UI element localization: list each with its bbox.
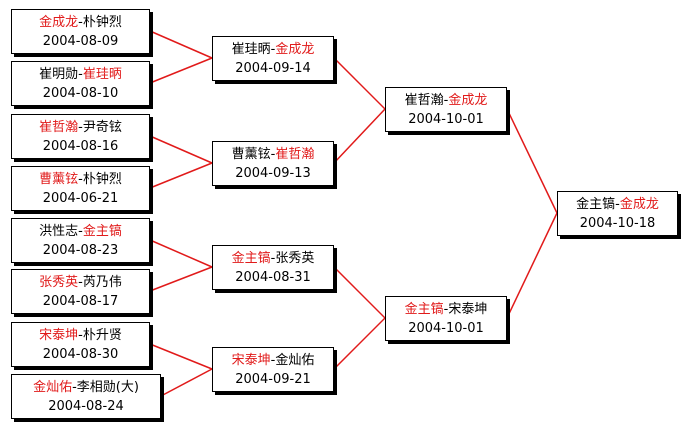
player-two-name: 李相勋(大) bbox=[76, 380, 139, 395]
player-two-name: 金成龙 bbox=[619, 197, 659, 212]
connector-line bbox=[149, 135, 213, 164]
player-two-name: 朴升贤 bbox=[82, 328, 122, 343]
match-players: 金灿佑-李相勋(大) bbox=[33, 380, 139, 395]
player-two-name: 张秀英 bbox=[275, 251, 315, 266]
final-match-box: 金主镐-金成龙 2004-10-18 bbox=[557, 191, 678, 236]
player-two-name: 朴钟烈 bbox=[82, 172, 122, 187]
match-players: 崔珪昞-金成龙 bbox=[231, 42, 315, 57]
match-date: 2004-08-16 bbox=[42, 139, 119, 154]
match-date: 2004-09-14 bbox=[235, 61, 311, 76]
match-box: 崔珪昞-金成龙 2004-09-14 bbox=[212, 36, 334, 81]
match-players: 金主镐-宋泰坤 bbox=[404, 302, 488, 317]
player-one-name: 张秀英 bbox=[39, 275, 79, 290]
match-box: 金成龙-朴钟烈 2004-08-09 bbox=[11, 9, 150, 54]
match-date: 2004-10-01 bbox=[408, 112, 484, 127]
player-two-name: 金成龙 bbox=[448, 93, 488, 108]
connector-line bbox=[149, 30, 213, 59]
match-date: 2004-09-13 bbox=[235, 166, 311, 181]
connector-line bbox=[506, 212, 558, 319]
connector-line bbox=[333, 266, 386, 319]
match-box: 宋泰坤-金灿佑 2004-09-21 bbox=[212, 347, 334, 392]
player-two-name: 金灿佑 bbox=[275, 353, 315, 368]
player-one-name: 崔哲瀚 bbox=[404, 93, 444, 108]
match-date: 2004-10-01 bbox=[408, 321, 484, 336]
player-one-name: 崔明勋 bbox=[39, 67, 79, 82]
player-one-name: 曹薰铉 bbox=[231, 147, 271, 162]
match-box: 金灿佑-李相勋(大) 2004-08-24 bbox=[11, 374, 161, 419]
connector-line bbox=[149, 162, 213, 189]
player-two-name: 金主镐 bbox=[82, 224, 122, 239]
match-box: 曹薰铉-崔哲瀚 2004-09-13 bbox=[212, 141, 334, 186]
player-two-name: 崔珪昞 bbox=[82, 67, 122, 82]
match-date: 2004-08-31 bbox=[235, 270, 311, 285]
match-date: 2004-10-18 bbox=[579, 216, 656, 231]
player-one-name: 金成龙 bbox=[39, 15, 79, 30]
match-box: 金主镐-宋泰坤 2004-10-01 bbox=[385, 296, 507, 341]
match-date: 2004-08-23 bbox=[42, 243, 119, 258]
player-two-name: 朴钟烈 bbox=[82, 15, 122, 30]
player-two-name: 尹奇铉 bbox=[82, 120, 122, 135]
match-players: 金成龙-朴钟烈 bbox=[39, 15, 122, 30]
player-one-name: 崔珪昞 bbox=[231, 42, 271, 57]
player-two-name: 芮乃伟 bbox=[82, 275, 122, 290]
match-date: 2004-08-17 bbox=[42, 294, 119, 309]
player-two-name: 金成龙 bbox=[275, 42, 315, 57]
connector-line bbox=[149, 239, 213, 268]
connector-line bbox=[333, 108, 386, 164]
player-one-name: 金主镐 bbox=[576, 197, 616, 212]
player-one-name: 崔哲瀚 bbox=[39, 120, 79, 135]
match-players: 曹薰铉-朴钟烈 bbox=[39, 172, 122, 187]
match-players: 金主镐-金成龙 bbox=[576, 197, 659, 212]
match-players: 崔明勋-崔珪昞 bbox=[39, 67, 122, 82]
match-box: 崔明勋-崔珪昞 2004-08-10 bbox=[11, 61, 150, 106]
match-box: 金主镐-张秀英 2004-08-31 bbox=[212, 245, 334, 290]
match-players: 张秀英-芮乃伟 bbox=[39, 275, 122, 290]
player-one-name: 宋泰坤 bbox=[231, 353, 271, 368]
player-two-name: 宋泰坤 bbox=[448, 302, 488, 317]
connector-line bbox=[333, 57, 386, 110]
player-one-name: 洪性志 bbox=[39, 224, 79, 239]
player-two-name: 崔哲瀚 bbox=[275, 147, 315, 162]
match-box: 崔哲瀚-尹奇铉 2004-08-16 bbox=[11, 114, 150, 159]
connector-line bbox=[160, 368, 213, 397]
match-date: 2004-08-24 bbox=[48, 399, 124, 414]
player-one-name: 宋泰坤 bbox=[39, 328, 79, 343]
match-players: 崔哲瀚-金成龙 bbox=[404, 93, 488, 108]
match-date: 2004-08-09 bbox=[42, 34, 119, 49]
player-one-name: 曹薰铉 bbox=[39, 172, 79, 187]
player-one-name: 金主镐 bbox=[231, 251, 271, 266]
match-box: 曹薰铉-朴钟烈 2004-06-21 bbox=[11, 166, 150, 211]
match-players: 崔哲瀚-尹奇铉 bbox=[39, 120, 122, 135]
match-box: 宋泰坤-朴升贤 2004-08-30 bbox=[11, 322, 150, 367]
connector-line bbox=[149, 266, 213, 292]
match-date: 2004-09-21 bbox=[235, 372, 311, 387]
match-players: 曹薰铉-崔哲瀚 bbox=[231, 147, 315, 162]
connector-line bbox=[506, 108, 558, 214]
match-players: 宋泰坤-金灿佑 bbox=[231, 353, 315, 368]
player-one-name: 金灿佑 bbox=[33, 380, 73, 395]
match-players: 金主镐-张秀英 bbox=[231, 251, 315, 266]
match-box: 洪性志-金主镐 2004-08-23 bbox=[11, 218, 150, 263]
match-players: 洪性志-金主镐 bbox=[39, 224, 122, 239]
match-date: 2004-08-10 bbox=[42, 86, 119, 101]
match-date: 2004-08-30 bbox=[42, 347, 119, 362]
match-players: 宋泰坤-朴升贤 bbox=[39, 328, 122, 343]
connector-line bbox=[333, 317, 386, 370]
player-one-name: 金主镐 bbox=[404, 302, 444, 317]
match-box: 张秀英-芮乃伟 2004-08-17 bbox=[11, 269, 150, 314]
match-date: 2004-06-21 bbox=[42, 191, 119, 206]
connector-line bbox=[149, 57, 213, 84]
match-box: 崔哲瀚-金成龙 2004-10-01 bbox=[385, 87, 507, 132]
connector-line bbox=[149, 343, 213, 370]
